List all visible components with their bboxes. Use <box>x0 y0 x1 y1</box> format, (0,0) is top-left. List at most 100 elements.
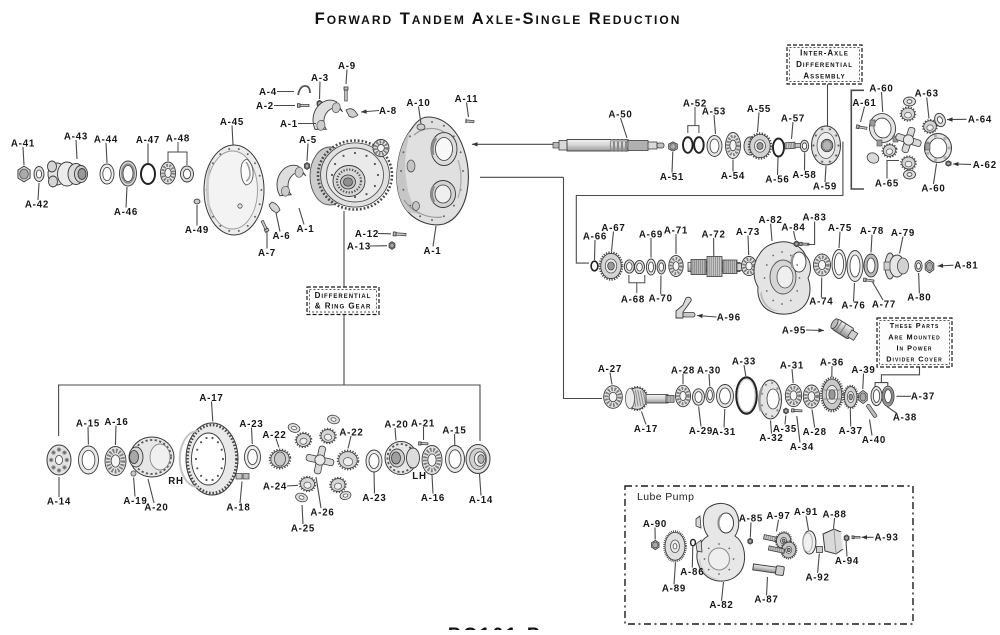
svg-text:A-82: A-82 <box>709 600 733 611</box>
svg-text:A-80: A-80 <box>907 293 931 304</box>
svg-text:A-92: A-92 <box>805 572 829 583</box>
svg-text:A-84: A-84 <box>781 222 805 233</box>
svg-text:A-37: A-37 <box>911 392 935 403</box>
svg-text:A-27: A-27 <box>598 364 622 375</box>
svg-text:A-18: A-18 <box>226 502 250 513</box>
svg-text:A-65: A-65 <box>875 178 899 189</box>
svg-text:A-1: A-1 <box>423 246 441 257</box>
svg-text:A-61: A-61 <box>852 98 876 109</box>
svg-text:A-89: A-89 <box>662 584 686 595</box>
svg-text:A-47: A-47 <box>136 135 160 146</box>
svg-text:Differential: Differential <box>796 60 853 69</box>
svg-text:A-43: A-43 <box>64 131 88 142</box>
svg-text:A-49: A-49 <box>185 225 209 236</box>
svg-text:A-12: A-12 <box>355 229 379 240</box>
svg-text:A-9: A-9 <box>338 61 356 72</box>
svg-text:A-97: A-97 <box>766 511 790 522</box>
svg-text:A-35: A-35 <box>773 424 797 435</box>
svg-text:A-70: A-70 <box>649 293 673 304</box>
svg-text:A-76: A-76 <box>841 301 865 312</box>
svg-text:A-14: A-14 <box>469 495 493 506</box>
svg-text:A-44: A-44 <box>94 134 118 145</box>
svg-text:A-2: A-2 <box>256 101 274 112</box>
svg-text:A-46: A-46 <box>114 207 138 218</box>
svg-text:A-31: A-31 <box>780 360 804 371</box>
svg-text:Forward Tandem Axle-Single Red: Forward Tandem Axle-Single Reduction <box>315 10 682 28</box>
svg-text:PC101 P: PC101 P <box>448 625 542 630</box>
svg-text:A-53: A-53 <box>702 106 726 117</box>
svg-text:A-95: A-95 <box>782 325 806 336</box>
svg-text:A-60: A-60 <box>869 83 893 94</box>
svg-text:A-28: A-28 <box>671 365 695 376</box>
svg-text:A-23: A-23 <box>239 419 263 430</box>
svg-text:A-37: A-37 <box>839 426 863 437</box>
svg-text:A-86: A-86 <box>680 567 704 578</box>
svg-text:Lube Pump: Lube Pump <box>637 491 694 503</box>
svg-text:A-88: A-88 <box>822 509 846 520</box>
svg-text:A-26: A-26 <box>310 507 334 518</box>
svg-text:A-28: A-28 <box>803 427 827 438</box>
svg-text:A-72: A-72 <box>701 229 725 240</box>
svg-text:A-8: A-8 <box>379 106 397 117</box>
svg-text:A-39: A-39 <box>851 365 875 376</box>
svg-text:A-42: A-42 <box>25 199 49 210</box>
svg-text:Inter-Axle: Inter-Axle <box>800 49 849 58</box>
svg-text:A-33: A-33 <box>732 356 756 367</box>
svg-text:A-74: A-74 <box>809 297 833 308</box>
svg-text:A-56: A-56 <box>765 174 789 185</box>
svg-text:A-1: A-1 <box>296 224 314 235</box>
svg-text:A-58: A-58 <box>792 170 816 181</box>
svg-text:A-23: A-23 <box>362 493 386 504</box>
svg-text:A-93: A-93 <box>874 533 898 544</box>
svg-text:A-73: A-73 <box>736 227 760 238</box>
svg-text:A-5: A-5 <box>299 135 317 146</box>
svg-text:A-22: A-22 <box>262 430 286 441</box>
svg-text:A-17: A-17 <box>634 424 658 435</box>
svg-text:A-4: A-4 <box>259 87 277 98</box>
svg-text:A-7: A-7 <box>258 248 276 259</box>
svg-text:A-87: A-87 <box>754 595 778 606</box>
svg-text:A-40: A-40 <box>862 435 886 446</box>
svg-text:A-20: A-20 <box>144 502 168 513</box>
svg-text:A-77: A-77 <box>872 299 896 310</box>
svg-text:A-78: A-78 <box>860 226 884 237</box>
svg-text:A-60: A-60 <box>921 183 945 194</box>
svg-text:A-11: A-11 <box>455 94 479 105</box>
svg-text:A-16: A-16 <box>421 493 445 504</box>
svg-text:A-71: A-71 <box>664 225 688 236</box>
svg-text:A-1: A-1 <box>280 119 298 130</box>
svg-text:A-55: A-55 <box>747 104 771 115</box>
svg-text:A-57: A-57 <box>781 113 805 124</box>
svg-text:A-10: A-10 <box>406 98 430 109</box>
svg-text:A-82: A-82 <box>758 215 782 226</box>
svg-text:A-90: A-90 <box>643 519 667 530</box>
svg-text:A-68: A-68 <box>621 294 645 305</box>
svg-text:A-75: A-75 <box>828 223 852 234</box>
svg-text:A-91: A-91 <box>794 507 818 518</box>
svg-text:A-38: A-38 <box>893 412 917 423</box>
svg-text:In Power: In Power <box>896 344 932 353</box>
svg-text:A-69: A-69 <box>639 229 663 240</box>
svg-text:A-16: A-16 <box>104 417 128 428</box>
svg-text:A-15: A-15 <box>76 418 100 429</box>
svg-text:A-64: A-64 <box>968 115 992 126</box>
svg-text:A-21: A-21 <box>411 418 435 429</box>
svg-text:A-62: A-62 <box>973 160 997 171</box>
svg-text:A-81: A-81 <box>954 261 978 272</box>
svg-text:A-59: A-59 <box>813 181 837 192</box>
svg-text:A-48: A-48 <box>166 133 190 144</box>
svg-text:A-20: A-20 <box>384 419 408 430</box>
svg-text:A-29: A-29 <box>689 426 713 437</box>
svg-text:A-50: A-50 <box>608 109 632 120</box>
svg-text:A-6: A-6 <box>272 231 290 242</box>
svg-text:A-54: A-54 <box>721 171 745 182</box>
svg-text:A-85: A-85 <box>739 514 763 525</box>
svg-text:A-79: A-79 <box>891 228 915 239</box>
svg-text:Divider Cover: Divider Cover <box>886 355 942 364</box>
svg-text:A-13: A-13 <box>347 241 371 252</box>
svg-text:A-63: A-63 <box>915 89 939 100</box>
svg-text:A-24: A-24 <box>263 481 287 492</box>
svg-text:A-45: A-45 <box>220 117 244 128</box>
svg-text:A-67: A-67 <box>601 223 625 234</box>
svg-text:A-3: A-3 <box>311 73 329 84</box>
